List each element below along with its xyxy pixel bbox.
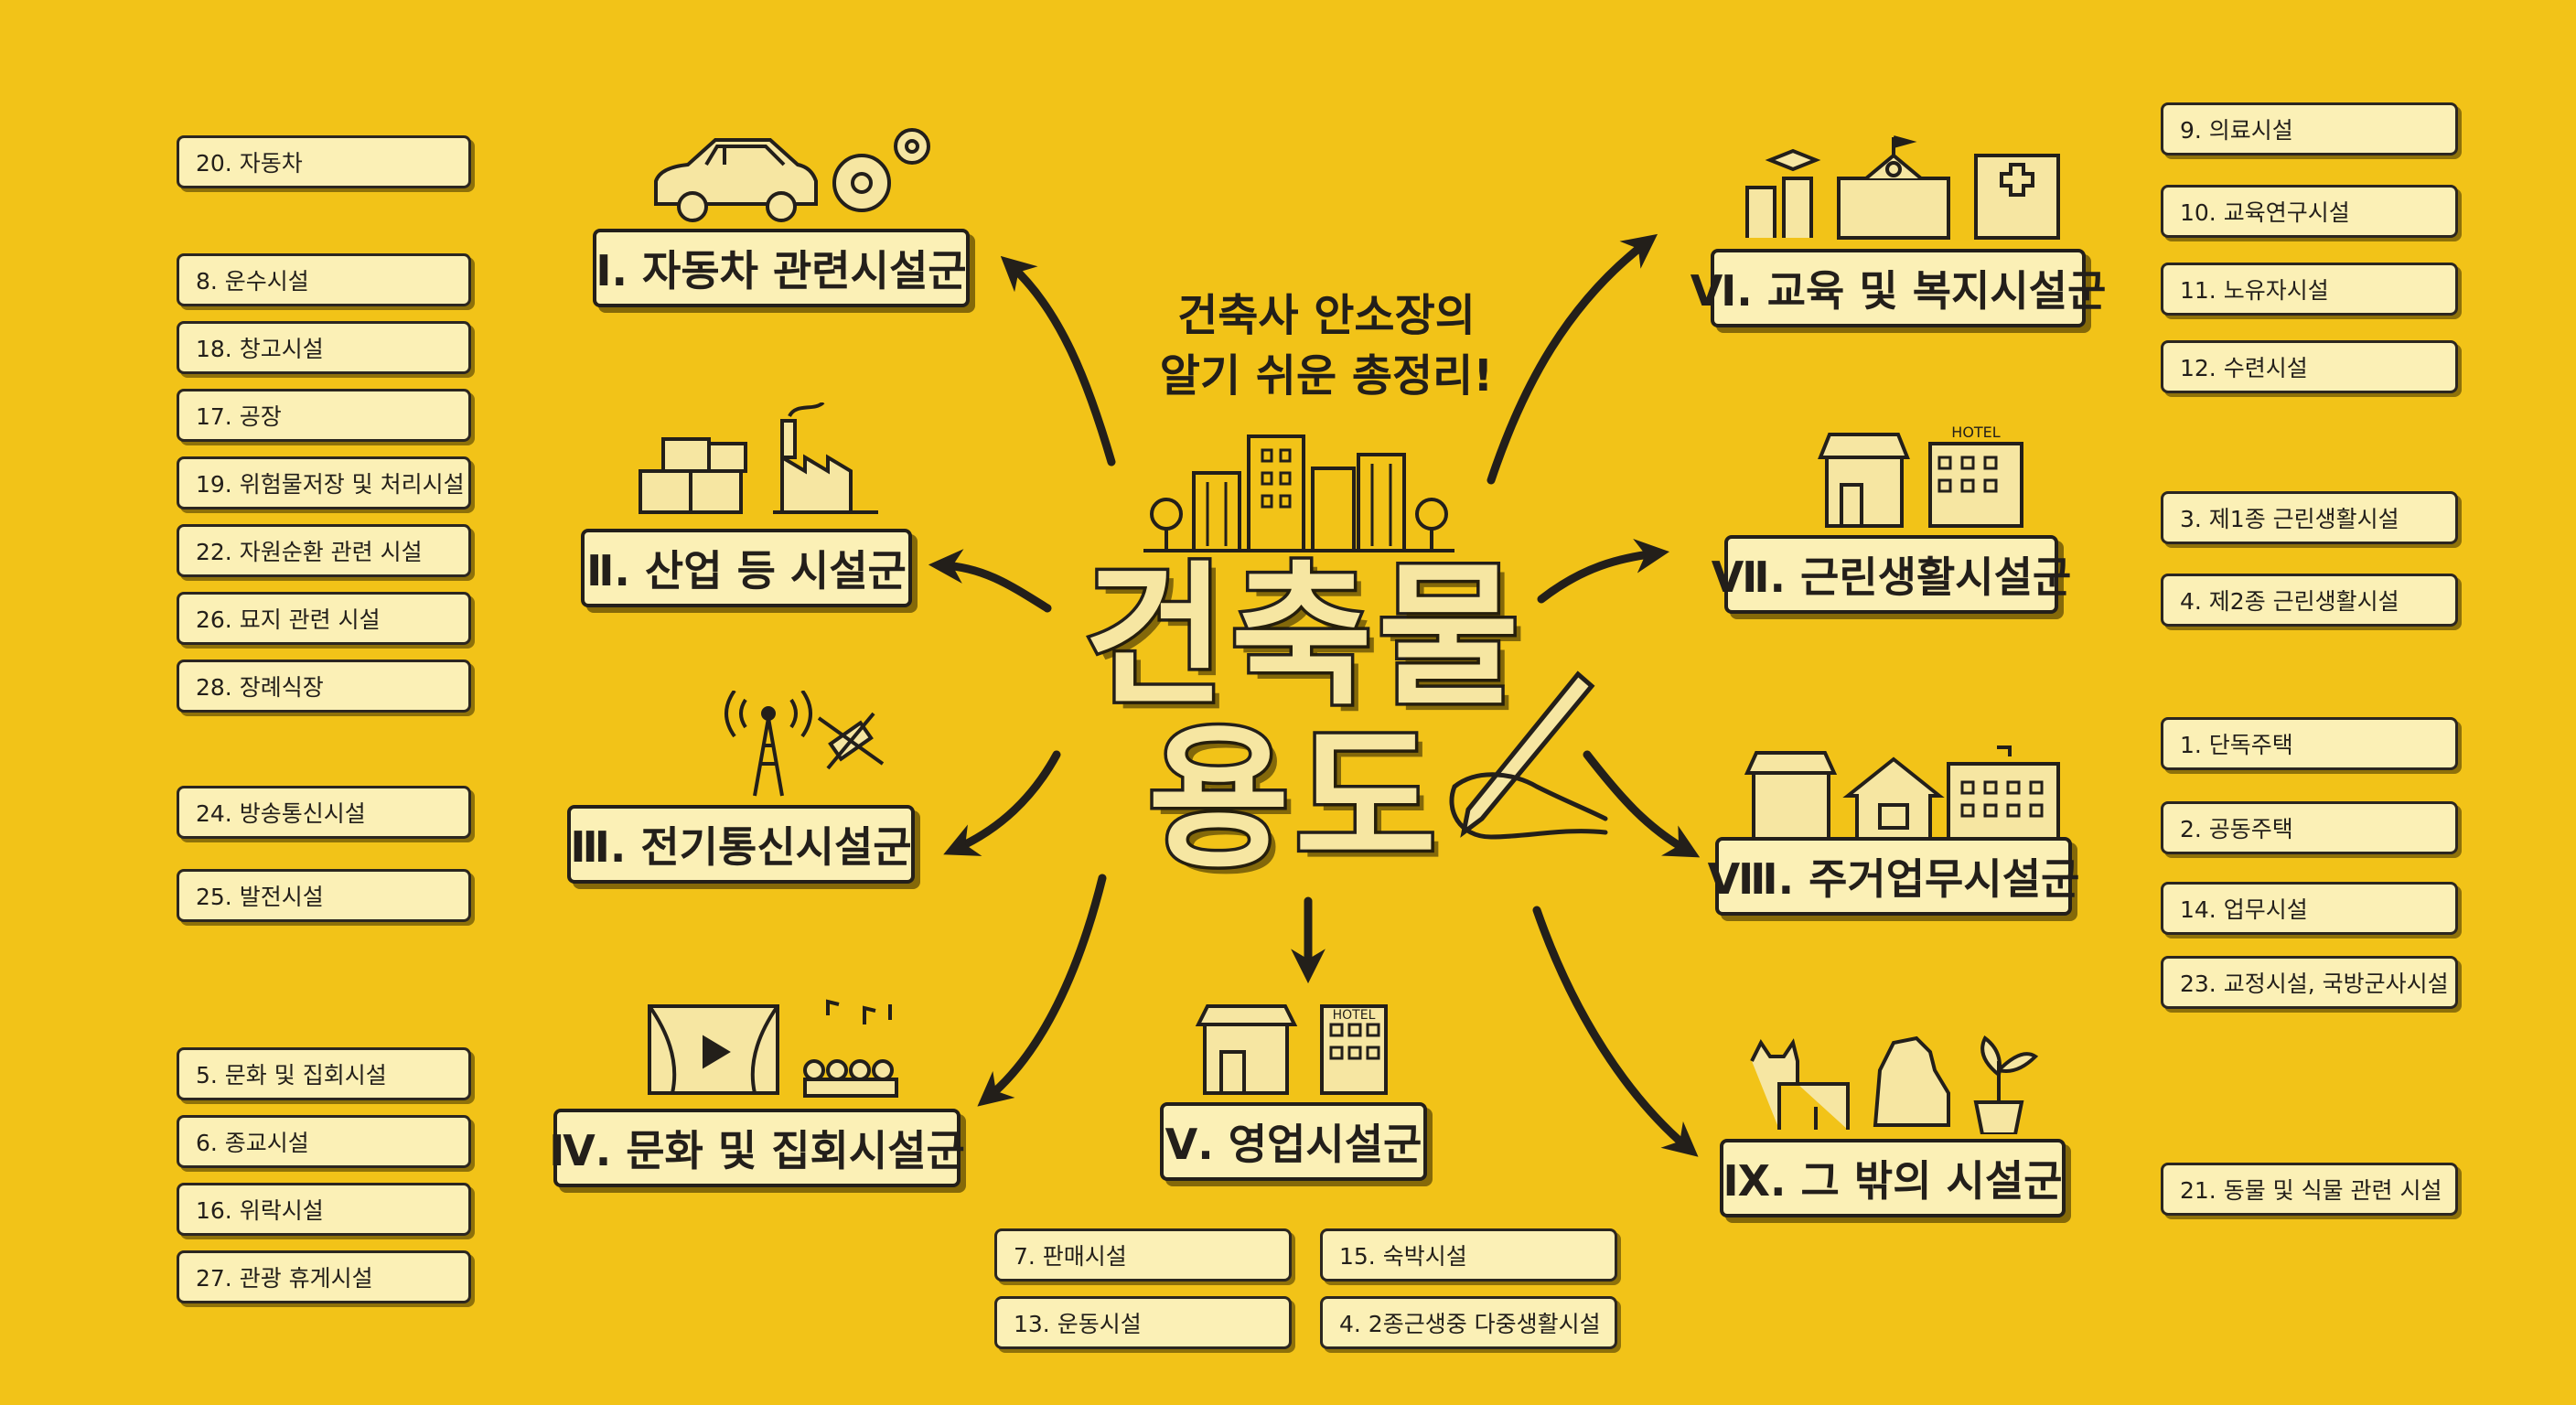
tag-g4-1: 5. 문화 및 집회시설 bbox=[177, 1047, 471, 1100]
tag-g5-3: 15. 숙박시설 bbox=[1320, 1228, 1617, 1282]
main-title-line-2: 용도 bbox=[1148, 723, 1442, 876]
hotel-sign-left: HOTEL bbox=[1333, 1008, 1376, 1023]
subtitle: 건축사 안소장의 알기 쉬운 총정리! bbox=[1134, 285, 1519, 406]
tag-g9-1: 21. 동물 및 식물 관련 시설 bbox=[2161, 1163, 2458, 1216]
group-2-title: Ⅱ. 산업 등 시설군 bbox=[581, 529, 912, 607]
shop-house-building-icon bbox=[1743, 745, 2063, 846]
tag-g4-3: 16. 위락시설 bbox=[177, 1183, 471, 1236]
group-1-title: Ⅰ. 자동차 관련시설군 bbox=[593, 229, 970, 307]
arrow-to-g1 bbox=[1011, 265, 1111, 462]
car-gears-icon bbox=[651, 126, 944, 227]
arrow-to-g4 bbox=[988, 878, 1102, 1098]
tag-g7-2: 4. 제2종 근린생활시설 bbox=[2161, 574, 2458, 627]
tag-g6-2: 10. 교육연구시설 bbox=[2161, 185, 2458, 238]
tag-g6-4: 12. 수련시설 bbox=[2161, 340, 2458, 393]
group-5-title: Ⅴ. 영업시설군 bbox=[1160, 1102, 1427, 1181]
group-4-title: Ⅳ. 문화 및 집회시설군 bbox=[553, 1109, 961, 1187]
arrow-to-g7 bbox=[1541, 553, 1656, 599]
group-7-title: Ⅶ. 근린생활시설군 bbox=[1724, 535, 2058, 614]
group-6-title: Ⅵ. 교육 및 복지시설군 bbox=[1711, 249, 2086, 327]
tag-g4-4: 27. 관광 휴게시설 bbox=[177, 1250, 471, 1303]
tag-g2-1: 8. 운수시설 bbox=[177, 253, 471, 306]
animals-plant-icon bbox=[1743, 1020, 2072, 1134]
arrow-to-g2 bbox=[942, 565, 1047, 608]
subtitle-line-2: 알기 쉬운 총정리! bbox=[1134, 346, 1519, 406]
tag-g4-2: 6. 종교시설 bbox=[177, 1115, 471, 1168]
group-3-title: Ⅲ. 전기통신시설군 bbox=[567, 805, 915, 884]
city-skyline-icon bbox=[1143, 423, 1454, 560]
tag-g1-1: 20. 자동차 bbox=[177, 135, 471, 188]
tag-g5-1: 7. 판매시설 bbox=[994, 1228, 1292, 1282]
tag-g2-7: 28. 장례식장 bbox=[177, 660, 471, 713]
antenna-satellite-icon bbox=[718, 691, 901, 800]
group-9-title: Ⅸ. 그 밖의 시설군 bbox=[1720, 1139, 2066, 1217]
arrow-to-g3 bbox=[956, 755, 1057, 849]
subtitle-line-1: 건축사 안소장의 bbox=[1134, 285, 1519, 346]
stage-audience-icon bbox=[645, 997, 910, 1102]
tag-g8-3: 14. 업무시설 bbox=[2161, 882, 2458, 935]
tag-g5-4: 4. 2종근생중 다중생활시설 bbox=[1320, 1296, 1617, 1349]
tag-g8-2: 2. 공동주택 bbox=[2161, 801, 2458, 854]
tag-g6-3: 11. 노유자시설 bbox=[2161, 263, 2458, 316]
tag-g2-5: 22. 자원순환 관련 시설 bbox=[177, 524, 471, 577]
tag-g8-1: 1. 단독주택 bbox=[2161, 717, 2458, 770]
pen-hand-icon bbox=[1427, 663, 1610, 846]
tag-g2-2: 18. 창고시설 bbox=[177, 321, 471, 374]
arrow-to-g9 bbox=[1537, 910, 1688, 1148]
tag-g3-1: 24. 방송통신시설 bbox=[177, 786, 471, 839]
store-hotel-icon: HOTEL bbox=[1194, 997, 1390, 1098]
tag-g7-1: 3. 제1종 근린생활시설 bbox=[2161, 491, 2458, 544]
tag-g6-1: 9. 의료시설 bbox=[2161, 102, 2458, 156]
store-hotel-icon-2: HOTEL bbox=[1816, 421, 2035, 531]
tag-g5-2: 13. 운동시설 bbox=[994, 1296, 1292, 1349]
school-hospital-icon bbox=[1738, 133, 2067, 242]
tag-g2-4: 19. 위험물저장 및 처리시설 bbox=[177, 456, 471, 509]
tag-g2-6: 26. 묘지 관련 시설 bbox=[177, 592, 471, 645]
tag-g2-3: 17. 공장 bbox=[177, 389, 471, 442]
boxes-factory-icon bbox=[636, 402, 883, 521]
tag-g8-4: 23. 교정시설, 국방군사시설 bbox=[2161, 956, 2458, 1009]
tag-g3-2: 25. 발전시설 bbox=[177, 869, 471, 922]
hotel-sign-right: HOTEL bbox=[1951, 424, 2001, 441]
group-8-title: Ⅷ. 주거업무시설군 bbox=[1715, 837, 2072, 916]
